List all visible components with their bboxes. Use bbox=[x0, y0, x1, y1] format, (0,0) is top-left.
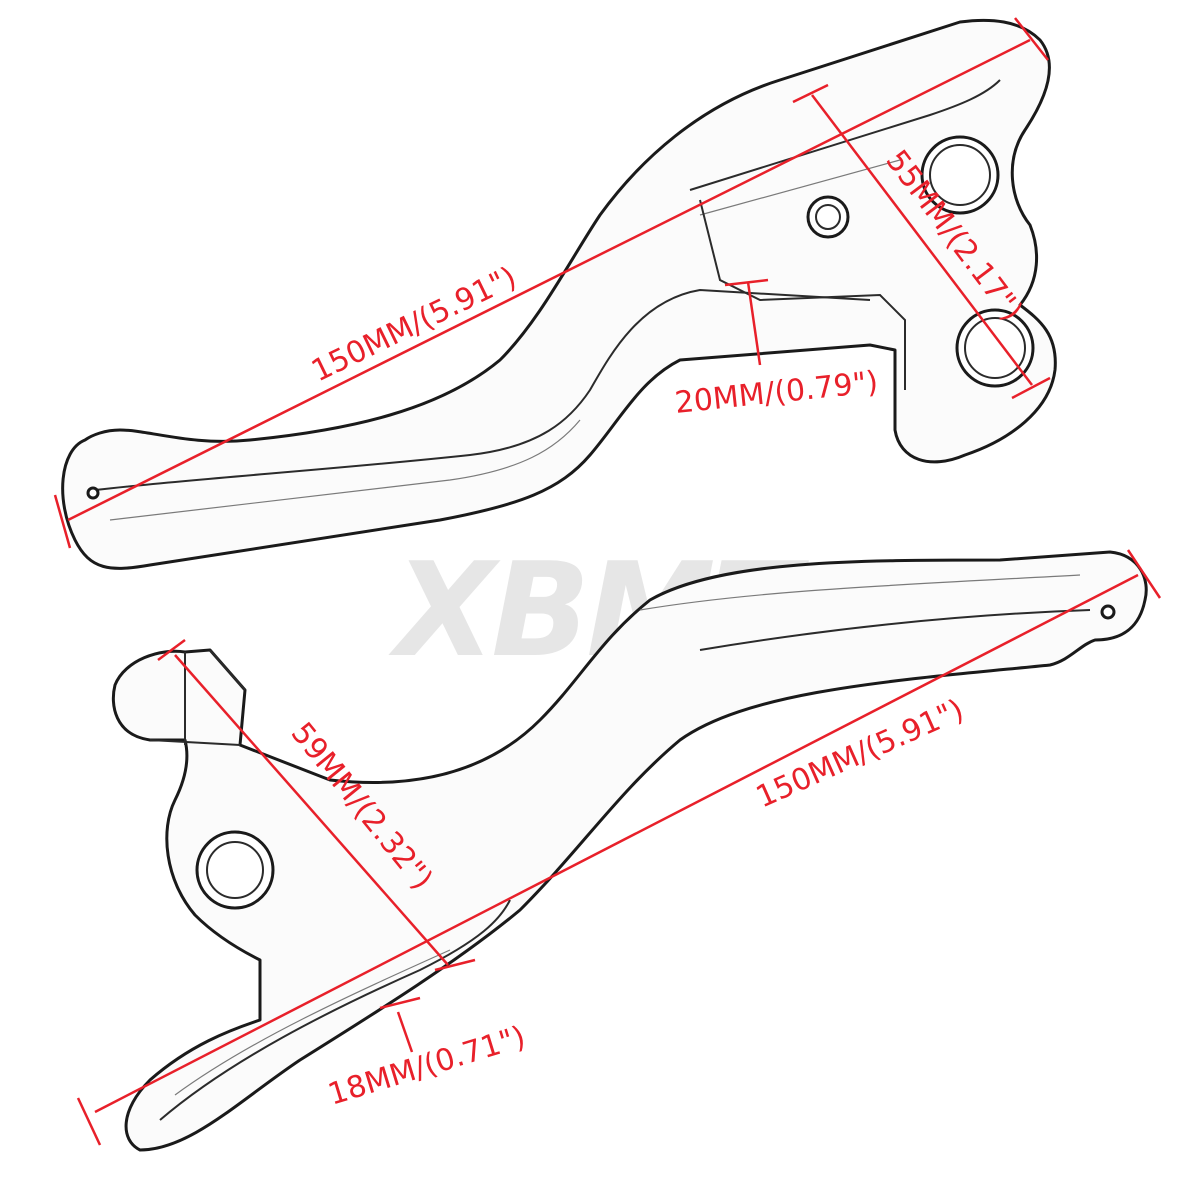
top-lever-bushing-inner bbox=[964, 317, 1026, 379]
top-width-label: 20MM/(0.79") bbox=[673, 365, 880, 421]
bottom-lever-upper-bevel bbox=[639, 574, 1081, 611]
top-lever-body bbox=[61, 18, 1057, 570]
bottom-length-line bbox=[94, 573, 1139, 1114]
top-lever-upper-ridge bbox=[689, 79, 1001, 191]
top-length-tick-right bbox=[1014, 17, 1049, 61]
top-lever-inner-groove bbox=[94, 288, 871, 491]
top-lever-tip-dot bbox=[86, 486, 100, 500]
bottom-width-line bbox=[396, 1011, 414, 1053]
bottom-lever-pivot-hole bbox=[195, 830, 275, 910]
top-lever bbox=[61, 18, 1057, 570]
bottom-lever-pivot-hole-inner bbox=[206, 841, 264, 899]
bottom-pivot-line bbox=[174, 654, 449, 966]
top-pivot-tick-top bbox=[792, 83, 829, 104]
top-length-tick-left bbox=[53, 494, 72, 549]
bottom-pivot-tick-bottom bbox=[434, 958, 476, 972]
top-pivot-tick-bottom bbox=[1011, 376, 1051, 400]
bottom-lever-body bbox=[111, 550, 1148, 1152]
top-lever-pivot-hole-inner bbox=[929, 144, 991, 206]
top-lever-adjuster-hole bbox=[806, 195, 850, 239]
bottom-lever-lower-bevel bbox=[174, 949, 451, 1096]
bottom-length-tick-right bbox=[1126, 549, 1162, 599]
bottom-lever-lower-ridge bbox=[159, 899, 511, 1121]
top-lever-upper-bevel bbox=[699, 159, 901, 216]
top-lever-bevel-line bbox=[109, 419, 581, 521]
bottom-lever-inner-groove bbox=[699, 609, 1091, 651]
top-lever-bushing bbox=[955, 308, 1035, 388]
top-lever-adjuster-inner bbox=[815, 204, 841, 230]
top-length-line bbox=[67, 38, 1031, 522]
bottom-width-label: 18MM/(0.71") bbox=[324, 1020, 529, 1113]
top-lever-step bbox=[699, 199, 906, 390]
top-width-tick-top bbox=[724, 278, 769, 287]
bottom-width-tick-top bbox=[379, 996, 421, 1010]
bottom-length-label: 150MM/(5.91") bbox=[751, 693, 969, 816]
bottom-lever bbox=[111, 550, 1148, 1152]
bottom-length-tick-left bbox=[76, 1097, 102, 1146]
bottom-pivot-tick-top bbox=[157, 638, 186, 662]
top-pivot-line bbox=[811, 94, 1033, 386]
top-lever-pivot-hole bbox=[920, 135, 1000, 215]
bottom-lever-tip-dot bbox=[1100, 604, 1116, 620]
top-width-line bbox=[746, 281, 762, 366]
